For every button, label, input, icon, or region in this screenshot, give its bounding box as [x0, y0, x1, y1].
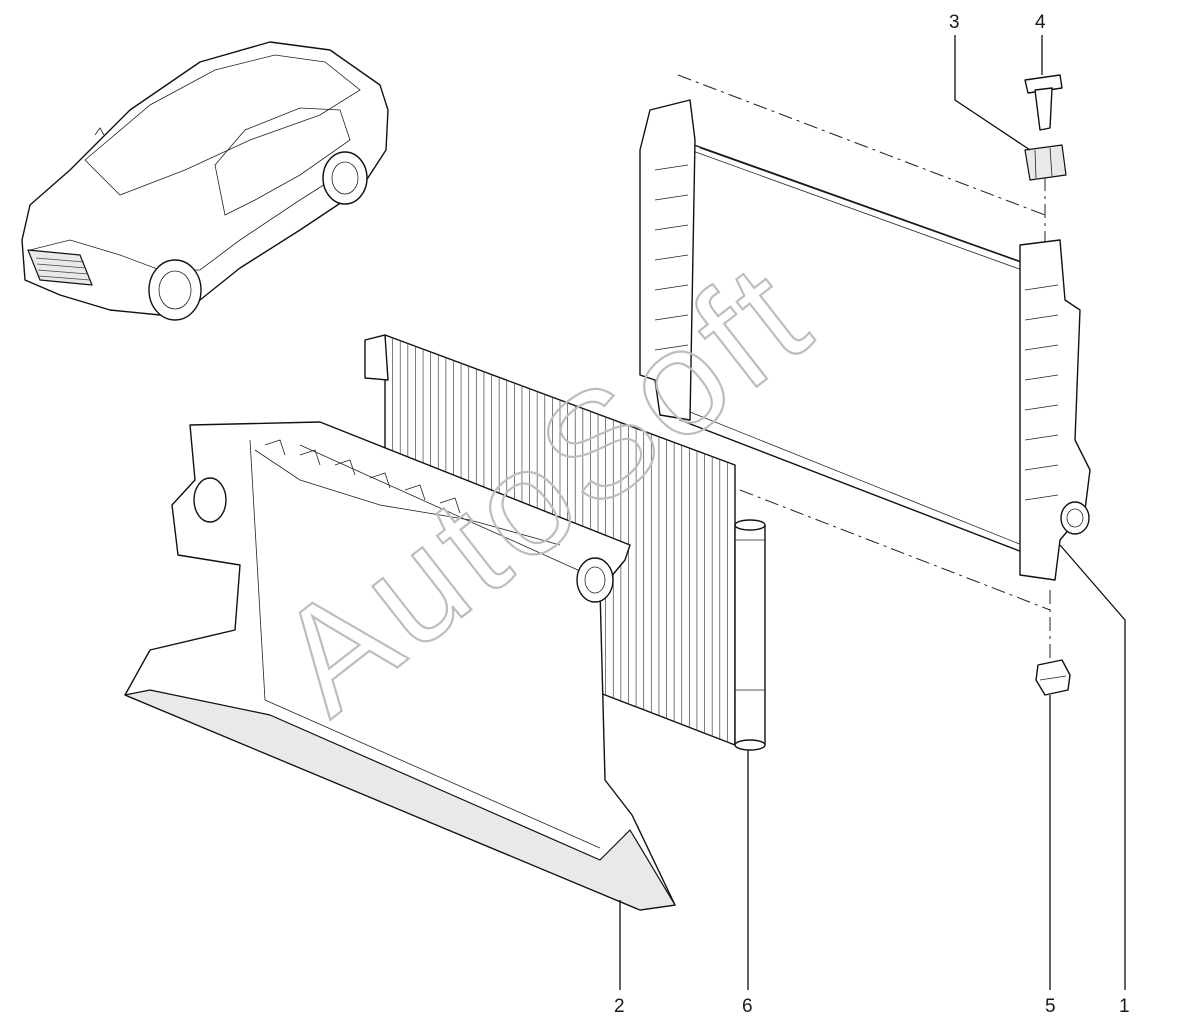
clip-part-3: [1024, 144, 1067, 181]
callout-2: 2: [614, 996, 625, 1017]
callout-6: 6: [742, 996, 753, 1017]
callout-labels: 3 4 2 6 5 1: [614, 12, 1130, 1017]
assembly-guide-lines: [677, 74, 1051, 665]
callout-1: 1: [1119, 996, 1130, 1017]
air-deflector: [124, 421, 676, 911]
push-pin-part-4: [1024, 74, 1063, 131]
callout-5: 5: [1045, 996, 1056, 1017]
car-illustration: [21, 41, 389, 321]
rubber-mount-part-5: [1035, 659, 1071, 696]
radiator: [639, 99, 1091, 581]
callout-4: 4: [1035, 12, 1046, 33]
receiver-drier: [734, 519, 766, 751]
callout-3: 3: [949, 12, 960, 33]
leader-lines: [619, 35, 1126, 990]
